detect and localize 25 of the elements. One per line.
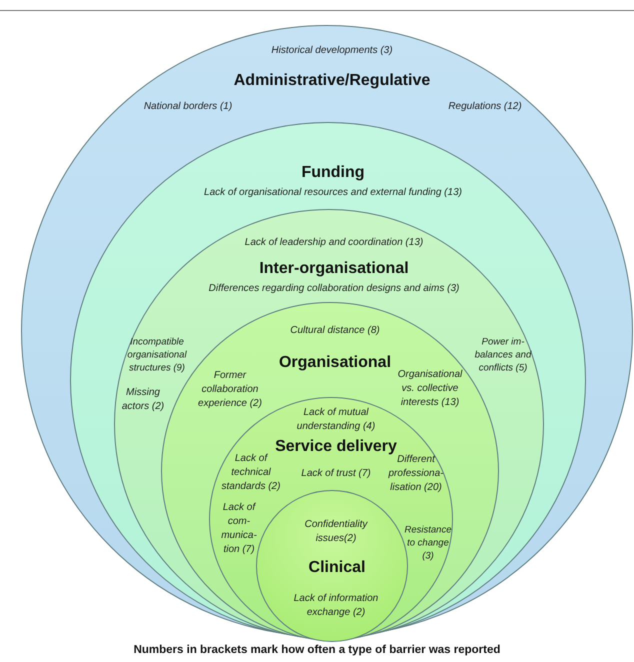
- barrier-label: Regulations (12): [447, 100, 523, 114]
- barrier-label: Differences regarding collaboration designs and aims (3): [208, 282, 460, 296]
- caption: Numbers in brackets mark how often a type of barrier was reported: [132, 644, 502, 656]
- layer-heading: Clinical: [308, 559, 366, 577]
- layer-heading: Inter-organisational: [258, 260, 410, 278]
- barrier-label: Historical developments (3): [270, 44, 394, 58]
- barrier-label: Different professiona- lisation (20): [388, 454, 445, 495]
- barrier-label: Lack of organisational resources and external funding (13): [203, 186, 463, 200]
- barrier-label: Lack of information exchange (2): [292, 592, 380, 620]
- layer-heading: Funding: [300, 164, 366, 182]
- barrier-label: Lack of leadership and coordination (13): [244, 236, 424, 250]
- barrier-label: National borders (1): [142, 100, 234, 114]
- barrier-label: Lack of trust (7): [300, 467, 372, 481]
- barrier-label: Lack of com- munica- tion (7): [220, 501, 258, 557]
- layer-heading: Administrative/Regulative: [232, 72, 432, 90]
- barrier-label: Organisational vs. collective interests (13): [396, 368, 464, 410]
- barrier-label: Lack of mutual understanding (4): [296, 406, 376, 434]
- barrier-label: Former collaboration experience (2): [197, 369, 263, 411]
- barrier-label: Incompatible organisational structures (9): [126, 336, 188, 374]
- barrier-label: Resistance to change (3): [404, 524, 452, 562]
- barrier-label: Cultural distance (8): [289, 324, 381, 338]
- barrier-label: Missing actors (2): [120, 386, 166, 414]
- barrier-label: Confidentiality issues(2): [304, 518, 369, 546]
- layer-heading: Organisational: [278, 354, 392, 372]
- barrier-label: Power im- balances and conflicts (5): [474, 336, 532, 374]
